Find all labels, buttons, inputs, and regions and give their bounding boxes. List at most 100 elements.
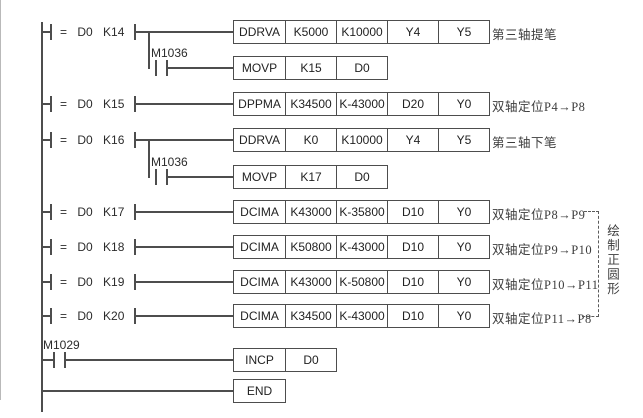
contact-right-bar [64, 352, 66, 368]
contact-left-bar [155, 169, 157, 185]
instruction-operand: K-43000 [336, 236, 387, 258]
rung-comment: 双轴定位P11→P8 [492, 312, 592, 326]
rung-comment: 第三轴下笔 [492, 136, 558, 150]
compare-contact-right-bar [134, 239, 136, 255]
compare-contact-right-bar [134, 274, 136, 290]
instruction-box-end: END [233, 379, 286, 403]
wire [43, 390, 233, 392]
compare-contact-label: = D0 K14 [60, 25, 125, 39]
contact-right-bar [166, 169, 168, 185]
instruction-box-dcima: DCIMA K43000 K-35800 D10 Y0 [233, 200, 490, 224]
wire [43, 31, 50, 33]
instruction-operand: Y5 [438, 129, 489, 151]
instruction-box-dppma: DPPMA K34500 K-43000 D20 Y0 [233, 92, 490, 116]
wire [136, 31, 233, 33]
instruction-operand: K-43000 [336, 93, 387, 115]
compare-contact-left-bar [50, 96, 52, 112]
bracket-dash-top [584, 211, 599, 212]
instruction-opcode: END [246, 384, 273, 398]
instruction-operand: D10 [387, 271, 438, 293]
compare-contact-left-bar [50, 308, 52, 324]
wire [136, 246, 233, 248]
instruction-operand: Y5 [438, 21, 489, 43]
compare-contact-right-bar [134, 132, 136, 148]
instruction-operand: K5000 [285, 21, 336, 43]
compare-contact-label: = D0 K19 [60, 275, 125, 289]
instruction-box-movp: MOVP K15 D0 [233, 56, 388, 80]
page-edge-line [0, 0, 1, 400]
compare-contact-label: = D0 K18 [60, 240, 125, 254]
instruction-box-dcima: DCIMA K43000 K-50800 D10 Y0 [233, 270, 490, 294]
instruction-operand: D10 [387, 236, 438, 258]
compare-contact-left-bar [50, 204, 52, 220]
instruction-operand: Y0 [438, 305, 489, 327]
wire [43, 315, 50, 317]
wire [136, 103, 233, 105]
branch-wire [148, 32, 150, 69]
contact-right-bar [166, 60, 168, 76]
instruction-operand: Y0 [438, 201, 489, 223]
compare-contact-left-bar [50, 132, 52, 148]
contact-left-bar [53, 352, 55, 368]
wire [168, 67, 233, 69]
instruction-opcode: DDRVA [239, 25, 280, 39]
instruction-operand: K-35800 [336, 201, 387, 223]
instruction-opcode: MOVP [241, 61, 278, 75]
rung-comment: 第三轴提笔 [492, 28, 558, 42]
instruction-operand: K34500 [285, 93, 336, 115]
instruction-box-dcima: DCIMA K50800 K-43000 D10 Y0 [233, 235, 490, 259]
instruction-opcode: DPPMA [238, 97, 281, 111]
instruction-opcode: DDRVA [239, 133, 280, 147]
wire [136, 281, 233, 283]
wire [136, 139, 233, 141]
rung-comment: 双轴定位P4→P8 [492, 100, 586, 114]
instruction-operand: Y0 [438, 271, 489, 293]
wire [136, 315, 233, 317]
wire [43, 359, 53, 361]
instruction-opcode: DCIMA [240, 205, 279, 219]
instruction-box-ddrva: DDRVA K5000 K10000 Y4 Y5 [233, 20, 490, 44]
instruction-box-ddrva: DDRVA K0 K10000 Y4 Y5 [233, 128, 490, 152]
wire [43, 246, 50, 248]
contact-left-bar [155, 60, 157, 76]
instruction-operand: K10000 [336, 129, 387, 151]
compare-contact-left-bar [50, 239, 52, 255]
instruction-operand: Y4 [387, 21, 438, 43]
rung-comment: 双轴定位P9→P10 [492, 243, 593, 257]
wire [43, 139, 50, 141]
instruction-operand: D0 [336, 57, 387, 79]
compare-contact-right-bar [134, 24, 136, 40]
bracket-dash-vertical [598, 211, 599, 317]
instruction-opcode: MOVP [241, 170, 278, 184]
compare-contact-label: = D0 K20 [60, 309, 125, 323]
compare-contact-label: = D0 K16 [60, 133, 125, 147]
wire [168, 176, 233, 178]
instruction-opcode: DCIMA [240, 309, 279, 323]
rung-comment: 双轴定位P10→P11 [492, 278, 599, 292]
compare-contact-left-bar [50, 274, 52, 290]
wire [136, 211, 233, 213]
instruction-opcode: INCP [245, 353, 274, 367]
instruction-operand: D0 [336, 166, 387, 188]
bracket-dash-bottom [582, 316, 599, 317]
contact-label: M1029 [43, 338, 80, 352]
instruction-operand: K17 [285, 166, 336, 188]
compare-contact-right-bar [134, 308, 136, 324]
branch-contact-label: M1036 [151, 46, 188, 60]
instruction-operand: D0 [285, 349, 336, 371]
instruction-operand: D10 [387, 201, 438, 223]
instruction-operand: K34500 [285, 305, 336, 327]
left-power-rail [41, 22, 43, 412]
instruction-operand: K10000 [336, 21, 387, 43]
instruction-operand: Y0 [438, 236, 489, 258]
instruction-opcode: DCIMA [240, 240, 279, 254]
wire [43, 103, 50, 105]
branch-wire [148, 140, 150, 178]
branch-contact-label: M1036 [151, 155, 188, 169]
group-note-draw-circle: 绘制正圆形 [605, 224, 619, 297]
instruction-box-movp: MOVP K17 D0 [233, 165, 388, 189]
instruction-operand: D20 [387, 93, 438, 115]
instruction-operand: K50800 [285, 236, 336, 258]
instruction-operand: K0 [285, 129, 336, 151]
